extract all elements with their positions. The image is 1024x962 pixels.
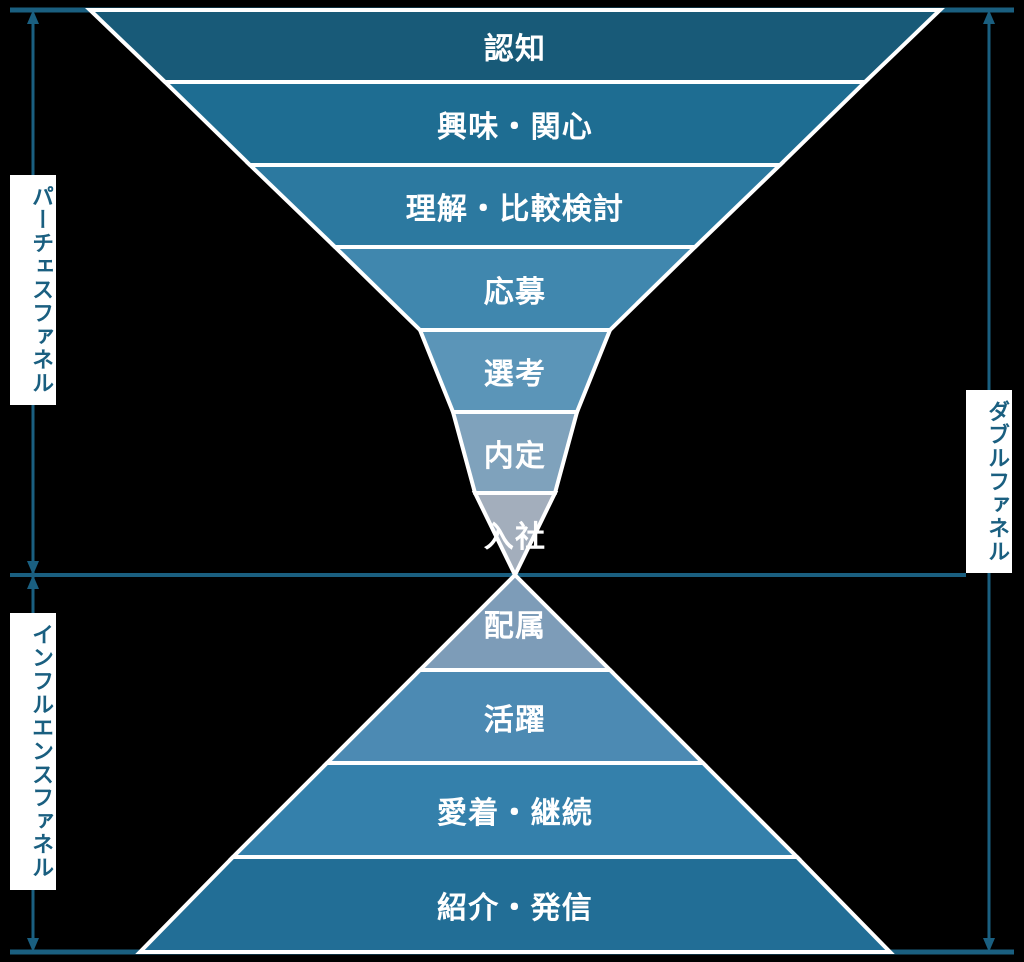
funnel-segment (471, 491, 559, 580)
bracket-label-influence-funnel: インフルエンスファネル (10, 613, 56, 890)
funnel-segment (228, 761, 802, 859)
funnel-segment (135, 855, 895, 954)
funnel-segment (322, 668, 708, 765)
funnel-segment (417, 328, 613, 414)
funnel-segment (85, 8, 945, 84)
funnel-segment (245, 163, 785, 249)
bracket-label-purchase-funnel: パーチェスファネル (10, 175, 56, 405)
funnel-segments (85, 8, 945, 954)
funnel-segment (160, 80, 870, 167)
bracket-label-double-funnel: ダブルファネル (966, 390, 1012, 574)
funnel-segment (415, 572, 615, 672)
funnel-segment (450, 410, 580, 495)
funnel-segment (330, 245, 700, 332)
